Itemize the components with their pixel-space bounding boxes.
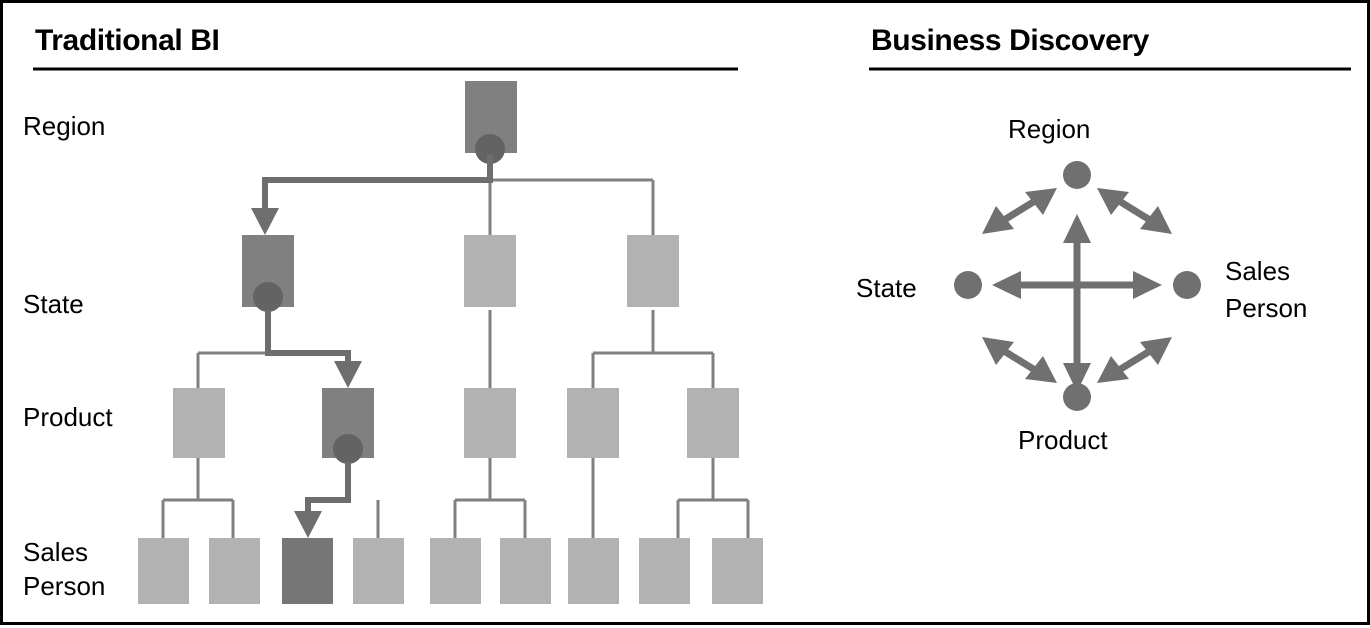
node-product-3[interactable] [464,388,516,458]
arrowhead-lower-left-2 [1097,356,1129,383]
selection-dot-state [253,282,283,312]
drill-arrow-to-state [251,208,279,235]
arrowhead-right [1133,271,1162,299]
node-salesperson-6[interactable] [500,538,551,604]
row-region-nodes [465,81,517,164]
node-salesperson-9[interactable] [712,538,763,604]
discovery-label-product: Product [1018,425,1108,455]
discovery-connection-state-region [982,188,1057,234]
discovery-connection-region-product [1063,214,1091,392]
node-state-2[interactable] [464,235,516,307]
discovery-node-state[interactable] [954,271,982,299]
discovery-label-sales-person-line1: Sales [1225,256,1290,286]
row-label-sales-person-line2: Person [23,571,105,601]
arrowhead-lower-right-2 [1025,356,1057,383]
node-salesperson-5[interactable] [430,538,481,604]
arrowhead-upper-left-2 [982,337,1014,365]
node-salesperson-2[interactable] [209,538,260,604]
node-salesperson-4[interactable] [353,538,404,604]
connectors-region-to-state [265,155,655,235]
connectors-product-to-salesperson [161,458,750,538]
panel-business-discovery: Business Discovery Region State Sales Pe… [856,24,1351,455]
discovery-label-state: State [856,273,917,303]
arrowhead-upper-right-2 [1140,337,1172,365]
discovery-label-sales-person-line2: Person [1225,293,1307,323]
node-salesperson-8[interactable] [639,538,690,604]
selection-dot-region [475,134,505,164]
row-label-state: State [23,289,84,319]
node-salesperson-1[interactable] [138,538,189,604]
node-product-5[interactable] [687,388,739,458]
connectors-state-to-product [196,310,715,388]
arrowhead-down [1063,363,1091,392]
row-product-nodes [173,388,739,464]
discovery-connection-state-product [982,337,1057,383]
selection-dot-product [333,434,363,464]
discovery-node-product[interactable] [1063,383,1091,411]
panel-title-traditional-bi: Traditional BI [35,24,219,57]
row-label-region: Region [23,111,105,141]
row-state-nodes [242,235,679,312]
node-product-1[interactable] [173,388,225,458]
arrowhead-upper-right-1 [1025,188,1057,215]
discovery-node-region[interactable] [1063,161,1091,189]
discovery-connection-state-salesperson [992,271,1162,299]
arrowhead-upper-left-1 [1097,188,1129,215]
arrowhead-left [992,271,1021,299]
row-salesperson-nodes [138,538,763,604]
panel-traditional-bi: Traditional BI Region State Product Sale… [23,24,763,604]
drill-path-highlight [251,155,493,538]
drill-arrow-to-product [334,361,362,388]
discovery-node-sales-person[interactable] [1173,271,1201,299]
node-state-3[interactable] [627,235,679,307]
discovery-connection-region-salesperson [1097,188,1172,234]
discovery-connection-product-salesperson [1097,337,1172,383]
drill-arrow-to-salesperson [294,511,322,538]
panel-title-business-discovery: Business Discovery [871,24,1150,57]
arrowhead-lower-right-1 [1140,206,1172,234]
node-salesperson-7[interactable] [568,538,619,604]
node-product-4[interactable] [567,388,619,458]
row-label-sales-person-line1: Sales [23,537,88,567]
diagram-canvas: Traditional BI Region State Product Sale… [23,24,1351,604]
arrowhead-lower-left-1 [982,206,1014,234]
discovery-label-region: Region [1008,114,1090,144]
arrowhead-up [1063,214,1091,243]
node-salesperson-3-selected[interactable] [282,538,333,604]
row-label-product: Product [23,402,113,432]
